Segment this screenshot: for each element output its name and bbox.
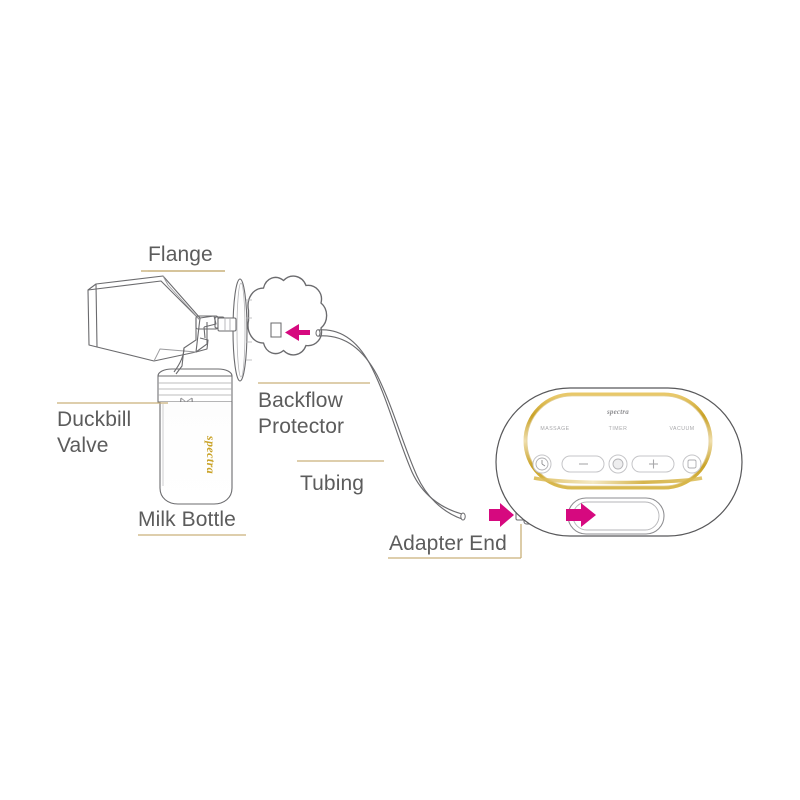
callout-label-duckbill-line2: Valve [57,434,109,457]
callout-leader-connectors [57,382,522,559]
callout-label-backflow-line2: Protector [258,415,345,438]
backflow-protector-part [247,275,328,356]
pump-label-massage: MASSAGE [540,426,569,432]
milk-bottle-part [159,402,233,505]
arrow-adapter-to-port [566,503,596,527]
callout-label-tubing: Tubing [300,472,365,495]
svg-text:spectra: spectra [606,408,629,416]
backflow-protector-nozzle [270,322,282,338]
bottle-brand-logo: spectra [204,435,218,474]
callout-label-adapter-end: Adapter End [389,532,507,555]
tubing-part [315,329,466,521]
arrow-tubing-to-backflow [285,324,310,341]
pump-level-up-button[interactable] [631,455,675,473]
callout-label-flange: Flange [148,243,213,266]
pump-level-down-button[interactable] [561,455,605,473]
callout-label-duckbill-line1: Duckbill [57,408,132,431]
pump-brand-logo: spectra [606,408,629,416]
flange-to-protector-connector [217,317,237,332]
mode-icon [612,458,624,470]
pump-mode-button[interactable] [608,454,628,474]
callout-label-duckbill-valve: Duckbill Valve [57,407,177,459]
pump-label-timer: TIMER [609,426,628,432]
flange-part [87,275,217,362]
backflow-protector-membrane [232,278,252,382]
pump-power-timer-button[interactable] [532,454,552,474]
arrow-tubing-to-adapter [489,503,514,527]
light-icon [687,459,697,469]
pump-label-vacuum: VACUUM [669,426,694,432]
svg-text:spectra: spectra [204,435,218,474]
callout-label-backflow-line1: Backflow [258,389,343,412]
bottle-collar [157,368,233,403]
callout-label-milk-bottle: Milk Bottle [138,508,236,531]
callout-label-backflow-protector: Backflow Protector [258,388,388,440]
pump-night-light-button[interactable] [682,454,702,474]
power-clock-icon [535,457,549,471]
pump-button-row[interactable] [532,454,703,485]
pump-tubing-port[interactable] [567,497,665,535]
pump-display-labels: MASSAGE TIMER VACUUM [540,426,694,432]
